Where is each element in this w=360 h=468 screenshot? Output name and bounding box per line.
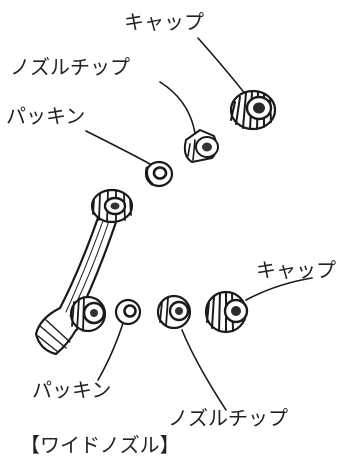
label-packing-top: パッキン xyxy=(6,104,86,128)
label-cap-top: キャップ xyxy=(124,10,204,34)
leader-lines xyxy=(85,37,313,411)
label-packing-bottom: パッキン xyxy=(32,378,112,402)
bottom-cap xyxy=(204,290,249,334)
top-nozzle-tip xyxy=(183,129,219,163)
label-nozzle-tip-bottom: ノズルチップ xyxy=(168,406,288,430)
caption: 【ワイドノズル】 xyxy=(20,433,180,457)
top-cap xyxy=(229,89,277,131)
top-packing xyxy=(144,160,174,188)
elbow-hose xyxy=(34,188,134,356)
nozzle-body xyxy=(69,295,107,333)
label-nozzle-tip-top: ノズルチップ xyxy=(10,55,130,79)
bottom-packing xyxy=(114,298,142,326)
label-cap-right: キャップ xyxy=(256,258,336,282)
bottom-nozzle-tip xyxy=(156,294,192,330)
